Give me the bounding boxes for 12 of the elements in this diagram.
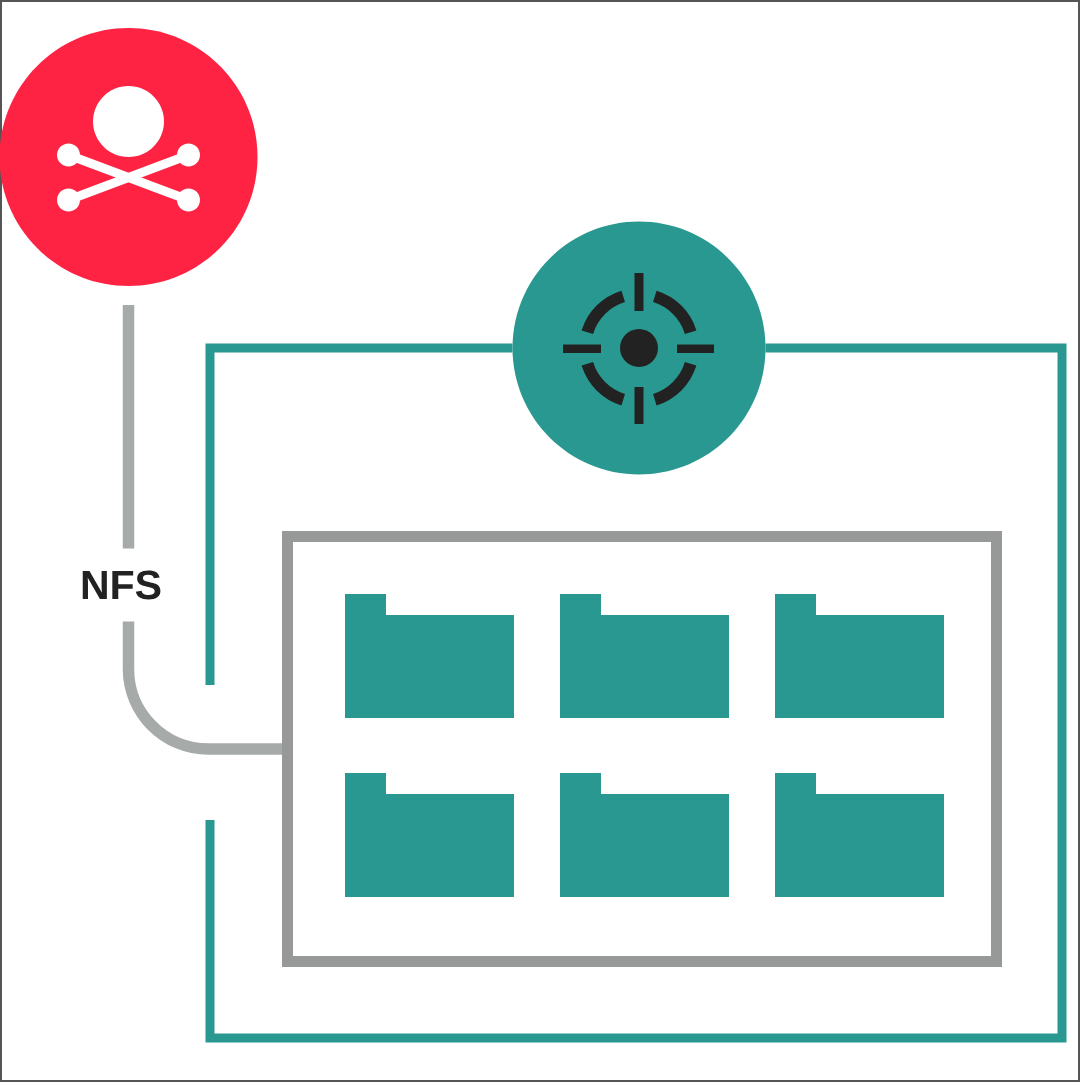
circle	[512, 221, 766, 475]
connector-line	[122, 305, 282, 755]
folder-icon	[775, 773, 944, 897]
connector-line	[205, 343, 1067, 1043]
folder-icon	[560, 594, 729, 718]
folder-icon	[560, 773, 729, 897]
storage-box	[282, 531, 1002, 967]
folder-icon	[345, 773, 514, 897]
folder-icon	[345, 594, 514, 718]
edge-label: NFS	[74, 548, 168, 622]
folder-icon	[775, 594, 944, 718]
connector-line	[205, 343, 513, 685]
